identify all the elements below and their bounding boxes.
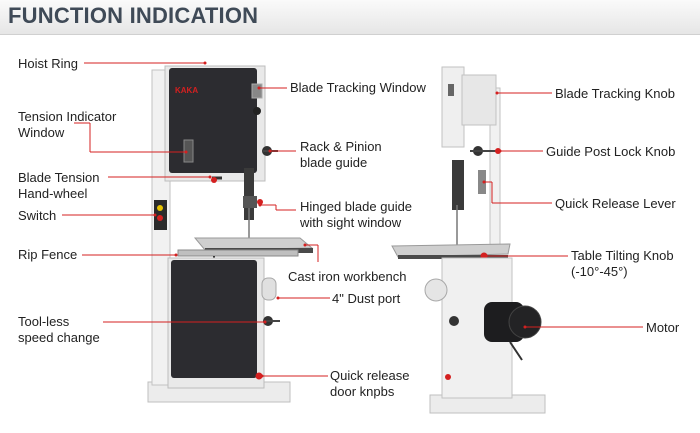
label-rip-fence: Rip Fence	[18, 247, 78, 262]
front-dust-port	[261, 277, 277, 301]
label-toolless-line2: speed change	[18, 330, 100, 345]
guide-post	[244, 168, 254, 220]
header-bar: FUNCTION INDICATION	[0, 0, 700, 35]
label-guide-post-lock-knob: Guide Post Lock Knob	[546, 144, 676, 159]
page-title: FUNCTION INDICATION	[8, 3, 259, 28]
door-knob	[255, 372, 263, 380]
label-rack-pinion-line1: Rack & Pinion	[300, 139, 382, 154]
label-cast-iron-workbench: Cast iron workbench	[288, 269, 407, 284]
label-tension-indicator-line1: Tension Indicator	[18, 109, 117, 124]
tension-indicator-window	[183, 139, 194, 163]
label-hinged-guide-line2: with sight window	[300, 215, 402, 230]
label-dust-port: 4" Dust port	[332, 291, 401, 306]
label-table-tilting-line1: Table Tilting Knob	[571, 248, 674, 263]
side-dust-port	[424, 278, 448, 302]
lower-wheel-door	[171, 260, 257, 378]
label-quick-release-door-line2: door knpbs	[330, 384, 395, 399]
rip-fence	[177, 249, 299, 257]
label-table-tilting-line2: (-10°-45°)	[571, 264, 628, 279]
upper-wheel-cover	[169, 68, 257, 173]
label-blade-tracking-window: Blade Tracking Window	[290, 80, 426, 95]
label-quick-release-lever: Quick Release Lever	[555, 196, 676, 211]
label-blade-tension-line1: Blade Tension	[18, 170, 100, 185]
front-view-bandsaw: KAKA	[147, 65, 314, 403]
tracking-window	[251, 83, 263, 99]
label-motor: Motor	[646, 320, 680, 335]
label-toolless-line1: Tool-less	[18, 314, 70, 329]
label-switch: Switch	[18, 208, 57, 223]
callout-dots	[153, 61, 527, 378]
quick-release-lever	[478, 170, 486, 194]
front-tracking-knob	[253, 107, 261, 115]
label-blade-tension-line2: Hand-wheel	[18, 186, 88, 201]
label-hoist-ring: Hoist Ring	[18, 56, 78, 71]
side-cast-iron-table	[391, 243, 511, 258]
label-rack-pinion-line2: blade guide	[300, 155, 368, 170]
label-quick-release-door-line1: Quick release	[330, 368, 410, 383]
label-hinged-guide-line1: Hinged blade guide	[300, 199, 413, 214]
label-tension-indicator-line2: Window	[18, 125, 65, 140]
hinged-blade-guide	[243, 196, 257, 208]
brand-logo: KAKA	[175, 86, 198, 95]
side-view-bandsaw	[391, 66, 546, 414]
label-blade-tracking-knob: Blade Tracking Knob	[555, 86, 675, 101]
side-guide-post	[452, 160, 464, 210]
side-upper-head	[441, 66, 465, 148]
